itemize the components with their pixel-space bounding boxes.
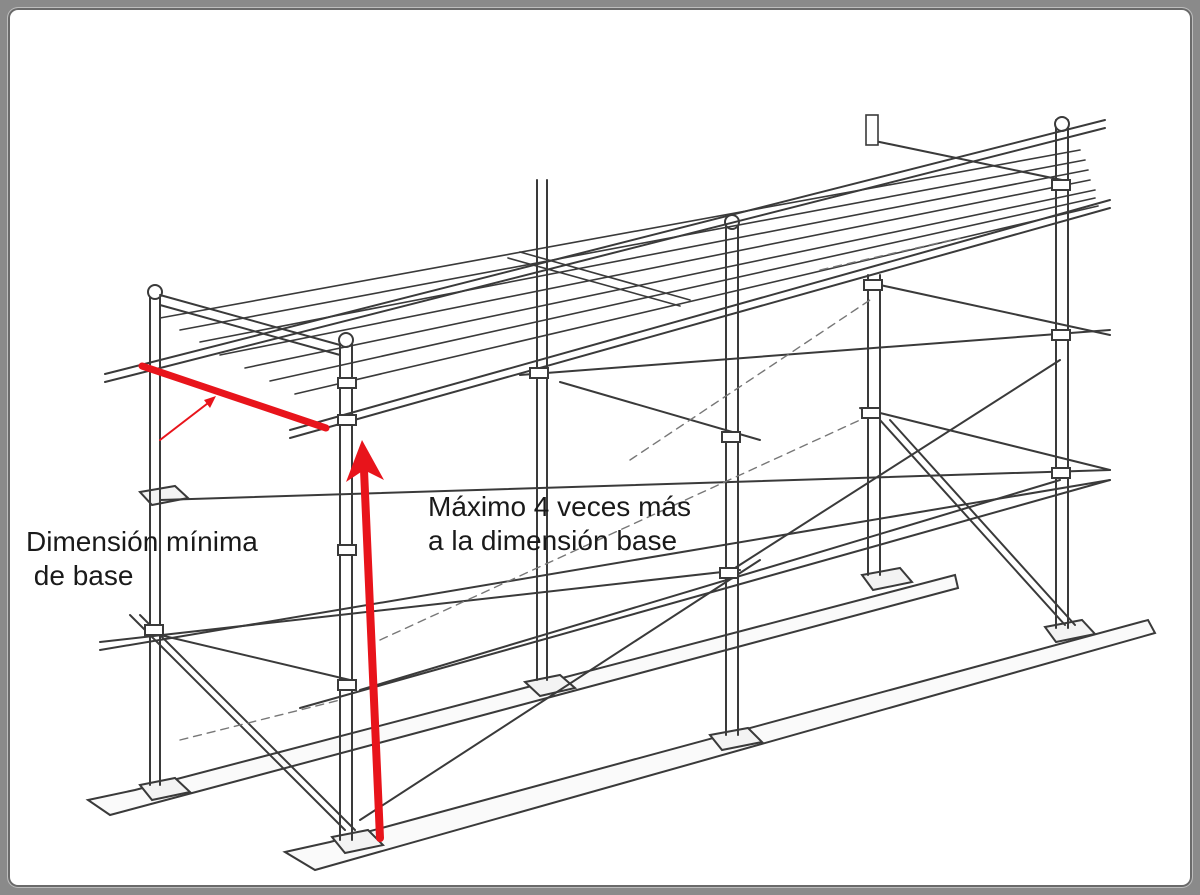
base-dimension-marker <box>138 362 330 432</box>
max-height-label-line-1: Máximo 4 veces más <box>428 491 691 522</box>
image-frame: Dimensión mínima de base Máximo 4 veces … <box>8 8 1192 887</box>
deck-boards <box>159 114 1099 395</box>
ledgers-top <box>104 119 1111 439</box>
min-base-label-line-1: Dimensión mínima <box>26 526 258 557</box>
ledgers-lower <box>99 284 1111 709</box>
standards <box>147 116 1070 841</box>
max-height-label-line-2: a la dimensión base <box>428 525 678 556</box>
max-height-label: Máximo 4 veces más a la dimensión base <box>428 490 691 558</box>
hidden-lines <box>179 237 961 741</box>
height-arrow-head <box>346 440 384 482</box>
base-leader-line <box>159 399 213 441</box>
min-base-label: Dimensión mínima de base <box>26 525 258 593</box>
base-plates <box>138 484 1097 855</box>
base-leader-arrowhead <box>204 396 216 408</box>
height-arrow-shaft <box>360 466 384 842</box>
couplers <box>144 179 1071 691</box>
min-base-label-line-2: de base <box>26 560 134 591</box>
scaffold-diagram <box>85 114 1157 872</box>
